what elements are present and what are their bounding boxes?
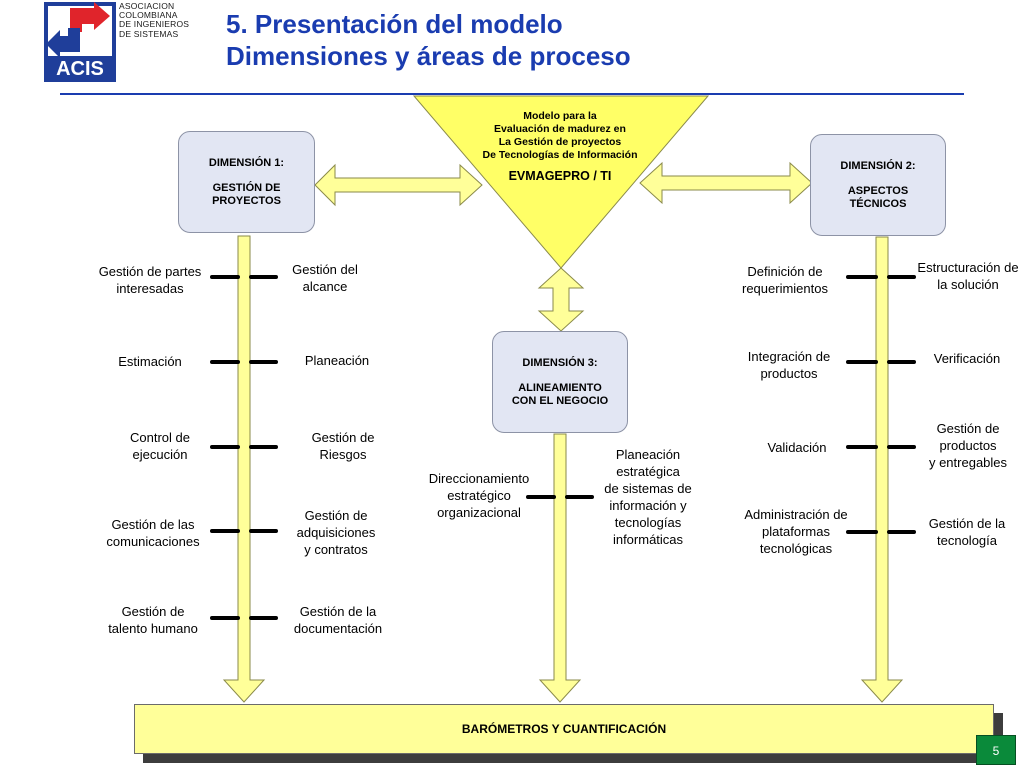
page-number: 5 xyxy=(992,744,1000,758)
logo-acronym: ACIS xyxy=(56,58,104,80)
page-number-badge: 5 xyxy=(976,735,1016,765)
process-area-label: Estructuración de la solución xyxy=(917,260,1019,292)
down-arrow-dimension1 xyxy=(222,235,266,703)
dimension-name: GESTIÓN DE PROYECTOS xyxy=(212,181,281,207)
dimension-2-box: DIMENSIÓN 2: ASPECTOS TÉCNICOS xyxy=(810,134,946,236)
process-area-label: Gestión de la documentación xyxy=(293,604,383,636)
organization-name: ASOCIACION COLOMBIANA DE INGENIEROS DE S… xyxy=(119,1,219,39)
acis-logo xyxy=(44,2,116,82)
dimension-3-box: DIMENSIÓN 3: ALINEAMIENTO CON EL NEGOCIO xyxy=(492,331,628,433)
model-triangle xyxy=(412,95,710,269)
org-name-line: COLOMBIANA xyxy=(119,10,178,21)
dimension-1-box: DIMENSIÓN 1: GESTIÓN DE PROYECTOS xyxy=(178,131,315,233)
double-arrow-dimension3 xyxy=(537,267,585,332)
dimension-title: DIMENSIÓN 2: xyxy=(840,159,916,172)
model-description: Modelo para la Evaluación de madurez en … xyxy=(460,110,660,183)
process-area-label: Planeación estratégica de sistemas de in… xyxy=(604,447,692,547)
title-line-2: Dimensiones y áreas de proceso xyxy=(226,41,631,71)
dimension-name: ASPECTOS TÉCNICOS xyxy=(847,184,909,210)
connector-dashes xyxy=(210,275,916,620)
double-arrow-dimension2 xyxy=(639,161,813,205)
page-title: 5. Presentación del modelo Dimensiones y… xyxy=(226,8,631,72)
model-acronym: EVMAGEPRO / TI xyxy=(508,169,612,183)
process-area-label: Gestión de adquisiciones y contratos xyxy=(296,508,376,557)
down-arrow-dimension2 xyxy=(860,236,904,703)
barometer-box: BARÓMETROS Y CUANTIFICACIÓN xyxy=(134,704,994,754)
process-area-label: Validación xyxy=(767,440,827,455)
process-area-label: Planeación xyxy=(304,353,370,368)
process-area-label: Gestión de la tecnología xyxy=(928,516,1006,548)
double-arrow-dimension1 xyxy=(314,163,483,207)
process-area-label: Administración de plataformas tecnológic… xyxy=(744,507,848,556)
process-area-label: Definición de requerimientos xyxy=(742,264,828,296)
process-area-label: Direccionamiento estratégico organizacio… xyxy=(428,471,530,520)
org-name-line: DE INGENIEROS xyxy=(119,19,190,30)
org-name-line: ASOCIACION xyxy=(119,1,175,11)
down-arrow-dimension3 xyxy=(538,433,582,703)
title-line-1: 5. Presentación del modelo xyxy=(226,9,563,39)
barometer-label: BARÓMETROS Y CUANTIFICACIÓN xyxy=(461,722,667,736)
org-name-line: DE SISTEMAS xyxy=(119,28,179,39)
process-area-label: Gestión de productos y entregables xyxy=(928,421,1008,470)
process-area-label: Verificación xyxy=(933,351,1001,366)
dimension-name: ALINEAMIENTO CON EL NEGOCIO xyxy=(511,381,609,407)
process-area-label: Control de ejecución xyxy=(130,430,190,462)
process-area-label: Gestión de las comunicaciones xyxy=(106,517,200,549)
dimension-title: DIMENSIÓN 3: xyxy=(522,356,598,369)
model-title: Modelo para la Evaluación de madurez en … xyxy=(482,110,638,161)
title-divider xyxy=(60,93,964,95)
process-area-label: Integración de productos xyxy=(747,349,831,381)
process-area-label: Gestión del alcance xyxy=(292,262,358,294)
dimension-title: DIMENSIÓN 1: xyxy=(208,156,285,169)
process-area-label: Gestión de partes interesadas xyxy=(98,264,202,296)
process-area-label: Gestión de Riesgos xyxy=(311,430,375,462)
process-area-label: Gestión de talento humano xyxy=(108,604,198,636)
process-area-label: Estimación xyxy=(118,354,182,369)
